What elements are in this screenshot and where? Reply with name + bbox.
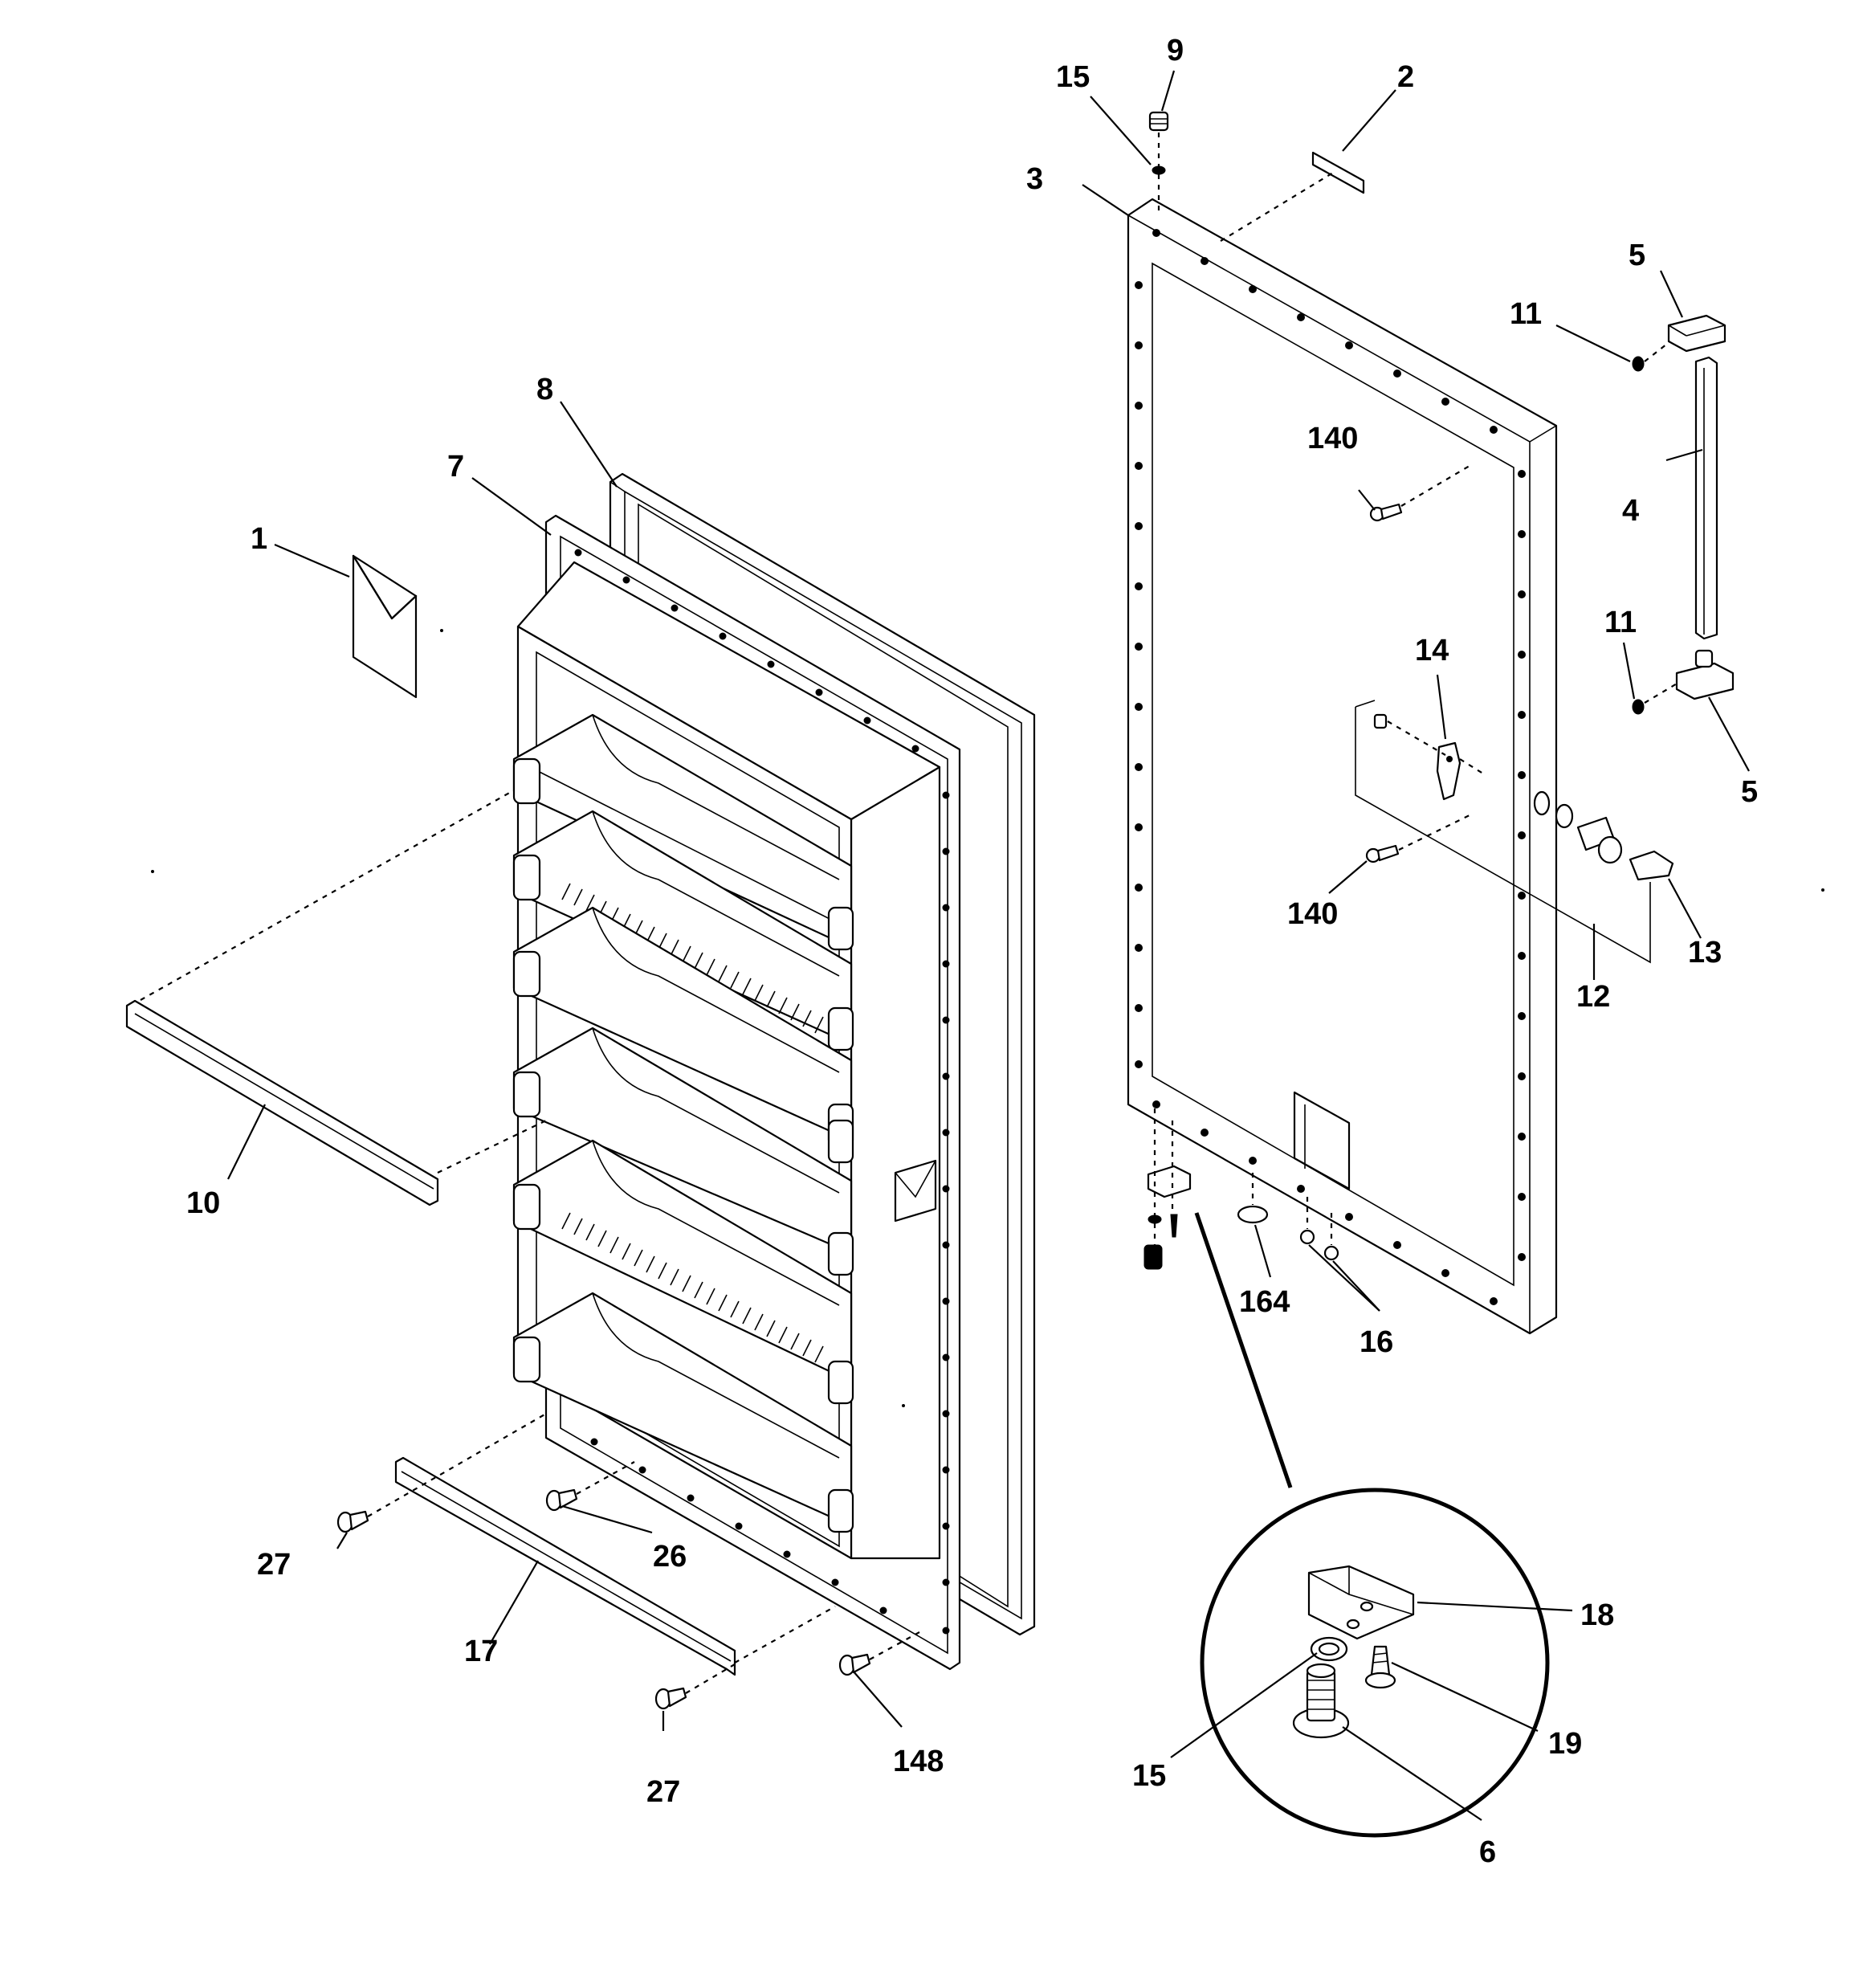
callout-13: 13 [1688,936,1722,970]
part-12-lock-assembly [1355,700,1651,964]
callout-2: 2 [1397,60,1414,94]
callout-18: 18 [1580,1598,1614,1632]
door-inner-shell [512,561,941,1560]
callout-11-top: 11 [1510,297,1542,331]
callout-10: 10 [186,1186,220,1220]
part-14-screw [1373,713,1388,729]
callout-17: 17 [464,1635,498,1668]
part-10-shelf-trim [125,999,439,1206]
part-2-label [1311,151,1365,194]
part-26-push-pin [545,1488,578,1512]
leader-lines [227,70,1750,1821]
lock-cylinder [1555,803,1623,864]
part-11-screw-bottom [1632,699,1645,715]
part-19-screw [1364,1645,1396,1689]
part-140-screw-upper [1369,503,1403,522]
callout-4: 4 [1622,494,1639,528]
bottom-hinge-bushing [1143,1244,1163,1270]
callout-6: 6 [1479,1835,1496,1869]
door-shelves [512,713,854,1533]
callout-148: 148 [893,1745,944,1778]
part-4-handle [1694,356,1718,640]
bottom-hinge-screw [1170,1214,1178,1238]
callout-164: 164 [1239,1285,1290,1319]
callout-14: 14 [1415,634,1449,667]
part-11-screw-top [1632,356,1645,372]
assembly-lines [140,133,1679,1694]
part-9-hinge-bushing [1148,111,1169,132]
part-5-handle-end-cap-bottom [1675,649,1735,700]
callout-8: 8 [536,373,553,406]
callout-3: 3 [1026,162,1043,196]
callout-15-top: 15 [1056,60,1090,94]
part-3-outer-door [1127,198,1558,1335]
callout-26: 26 [653,1540,687,1574]
callout-140-lower: 140 [1287,897,1338,931]
part-17-bottom-trim [394,1456,736,1676]
part-6-hinge-bushing [1292,1663,1350,1739]
hinge-detail-view [1194,1212,1550,1838]
part-164-clip [1237,1205,1269,1224]
part-13-lock-key [1629,850,1674,881]
part-27-push-pin-upper [336,1510,369,1533]
part-15-washer-detail [1310,1636,1348,1662]
callout-7: 7 [447,450,464,484]
part-148-push-pin [838,1653,871,1676]
part-14-lock-cam [1436,741,1461,801]
callout-5-top: 5 [1629,239,1645,272]
part-140-screw-lower [1365,844,1400,863]
bottom-hinge-bracket [1147,1165,1192,1198]
callout-5-bottom: 5 [1741,775,1758,809]
callout-140-upper: 140 [1307,422,1358,455]
callout-19: 19 [1548,1727,1582,1761]
callout-12: 12 [1576,980,1610,1014]
callout-27-upper: 27 [257,1548,291,1582]
callout-16: 16 [1360,1325,1393,1359]
part-18-hinge-bracket [1307,1565,1415,1640]
callout-9: 9 [1167,34,1184,67]
part-16-screws [1299,1229,1339,1261]
callout-27-lower: 27 [646,1775,680,1809]
callout-15-detail: 15 [1132,1759,1166,1793]
part-27-push-pin-lower [654,1687,687,1710]
part-1-literature-envelope [352,554,418,699]
callout-11-bottom: 11 [1604,606,1637,639]
callout-1: 1 [251,522,267,556]
part-5-handle-end-cap-top [1667,314,1726,353]
callout-labels: 1 7 8 10 3 15 9 2 5 11 4 140 11 14 5 140… [186,34,1758,1869]
